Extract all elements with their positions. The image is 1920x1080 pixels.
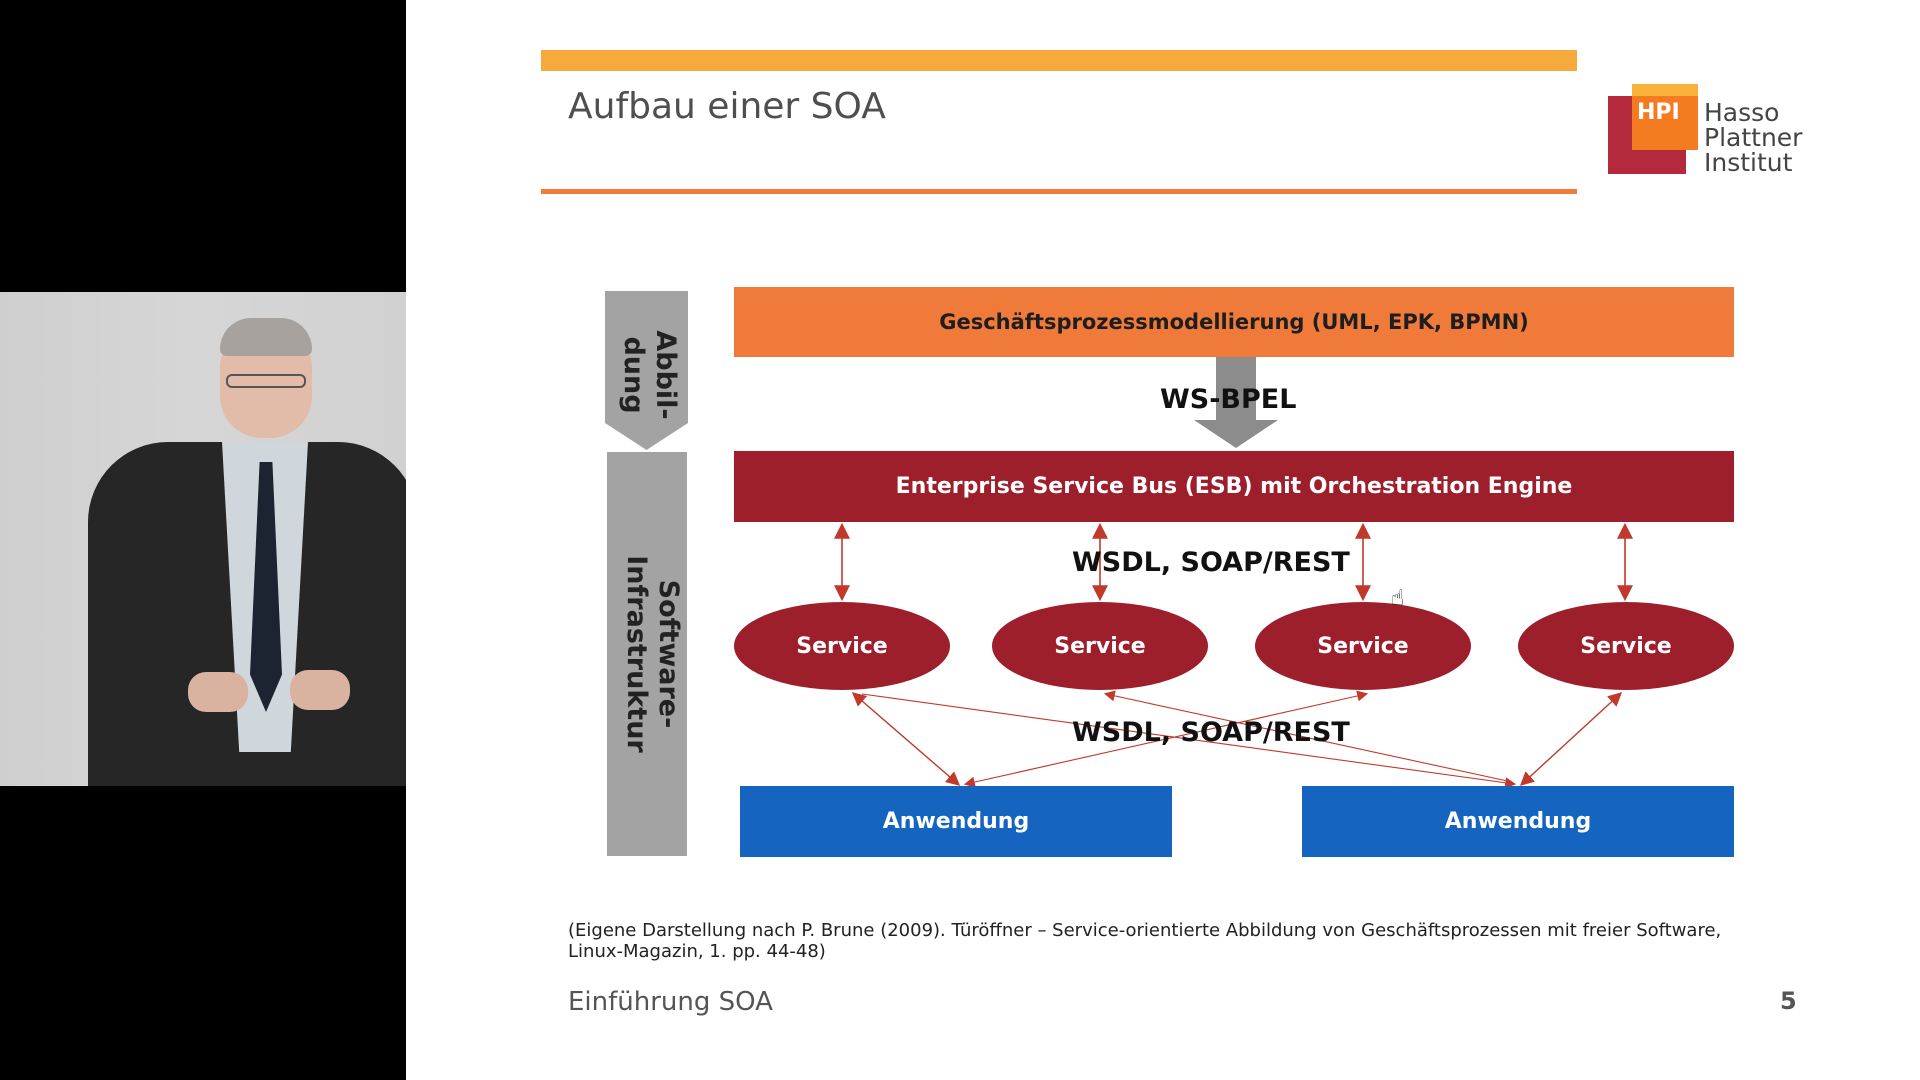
logo-mark: HPI [1637,100,1680,125]
speaker-hand-right [290,670,350,710]
side-label-abbildung [605,291,688,450]
connector [851,692,961,786]
slide: Aufbau einer SOA HPI Hasso Plattner Inst… [406,0,1920,1080]
speaker-hair [220,318,312,356]
page-number: 5 [1780,987,1797,1015]
logo-line-1: Hasso [1704,98,1780,127]
protocol-label-upper: WSDL, SOAP/REST [1072,547,1350,578]
logo-line-3: Institut [1704,148,1793,177]
title-bar-accent [541,50,1577,71]
service-node: Service [734,602,950,690]
ws-bpel-label: WS-BPEL [1160,384,1297,415]
speaker-hand-left [188,672,248,712]
diagram-connectors [834,357,1633,789]
application-box: Anwendung [1302,786,1734,857]
protocol-label-lower: WSDL, SOAP/REST [1072,717,1350,748]
footer-course-title: Einführung SOA [568,987,773,1017]
down-arrow-icon [1194,357,1278,448]
application-box: Anwendung [740,786,1172,857]
process-modeling-box: Geschäftsprozessmodellierung (UML, EPK, … [734,287,1734,357]
title-underline [541,189,1577,194]
service-node: Service [992,602,1208,690]
speaker-video [0,292,485,786]
connector [1519,692,1623,786]
connector [963,690,1369,788]
logo-yellow-strip [1632,84,1698,96]
logo-text: Hasso Plattner Institut [1704,100,1802,175]
side-label-infrastruktur [607,452,687,856]
speaker-glasses [226,374,306,388]
esb-box: Enterprise Service Bus (ESB) mit Orchest… [734,451,1734,522]
hand-cursor-icon: ☝ [1391,586,1405,611]
citation-text: (Eigene Darstellung nach P. Brune (2009)… [568,920,1722,962]
service-node: Service [1255,602,1471,690]
logo-line-2: Plattner [1704,123,1803,152]
slide-title: Aufbau einer SOA [568,86,886,127]
service-node: Service [1518,602,1734,690]
